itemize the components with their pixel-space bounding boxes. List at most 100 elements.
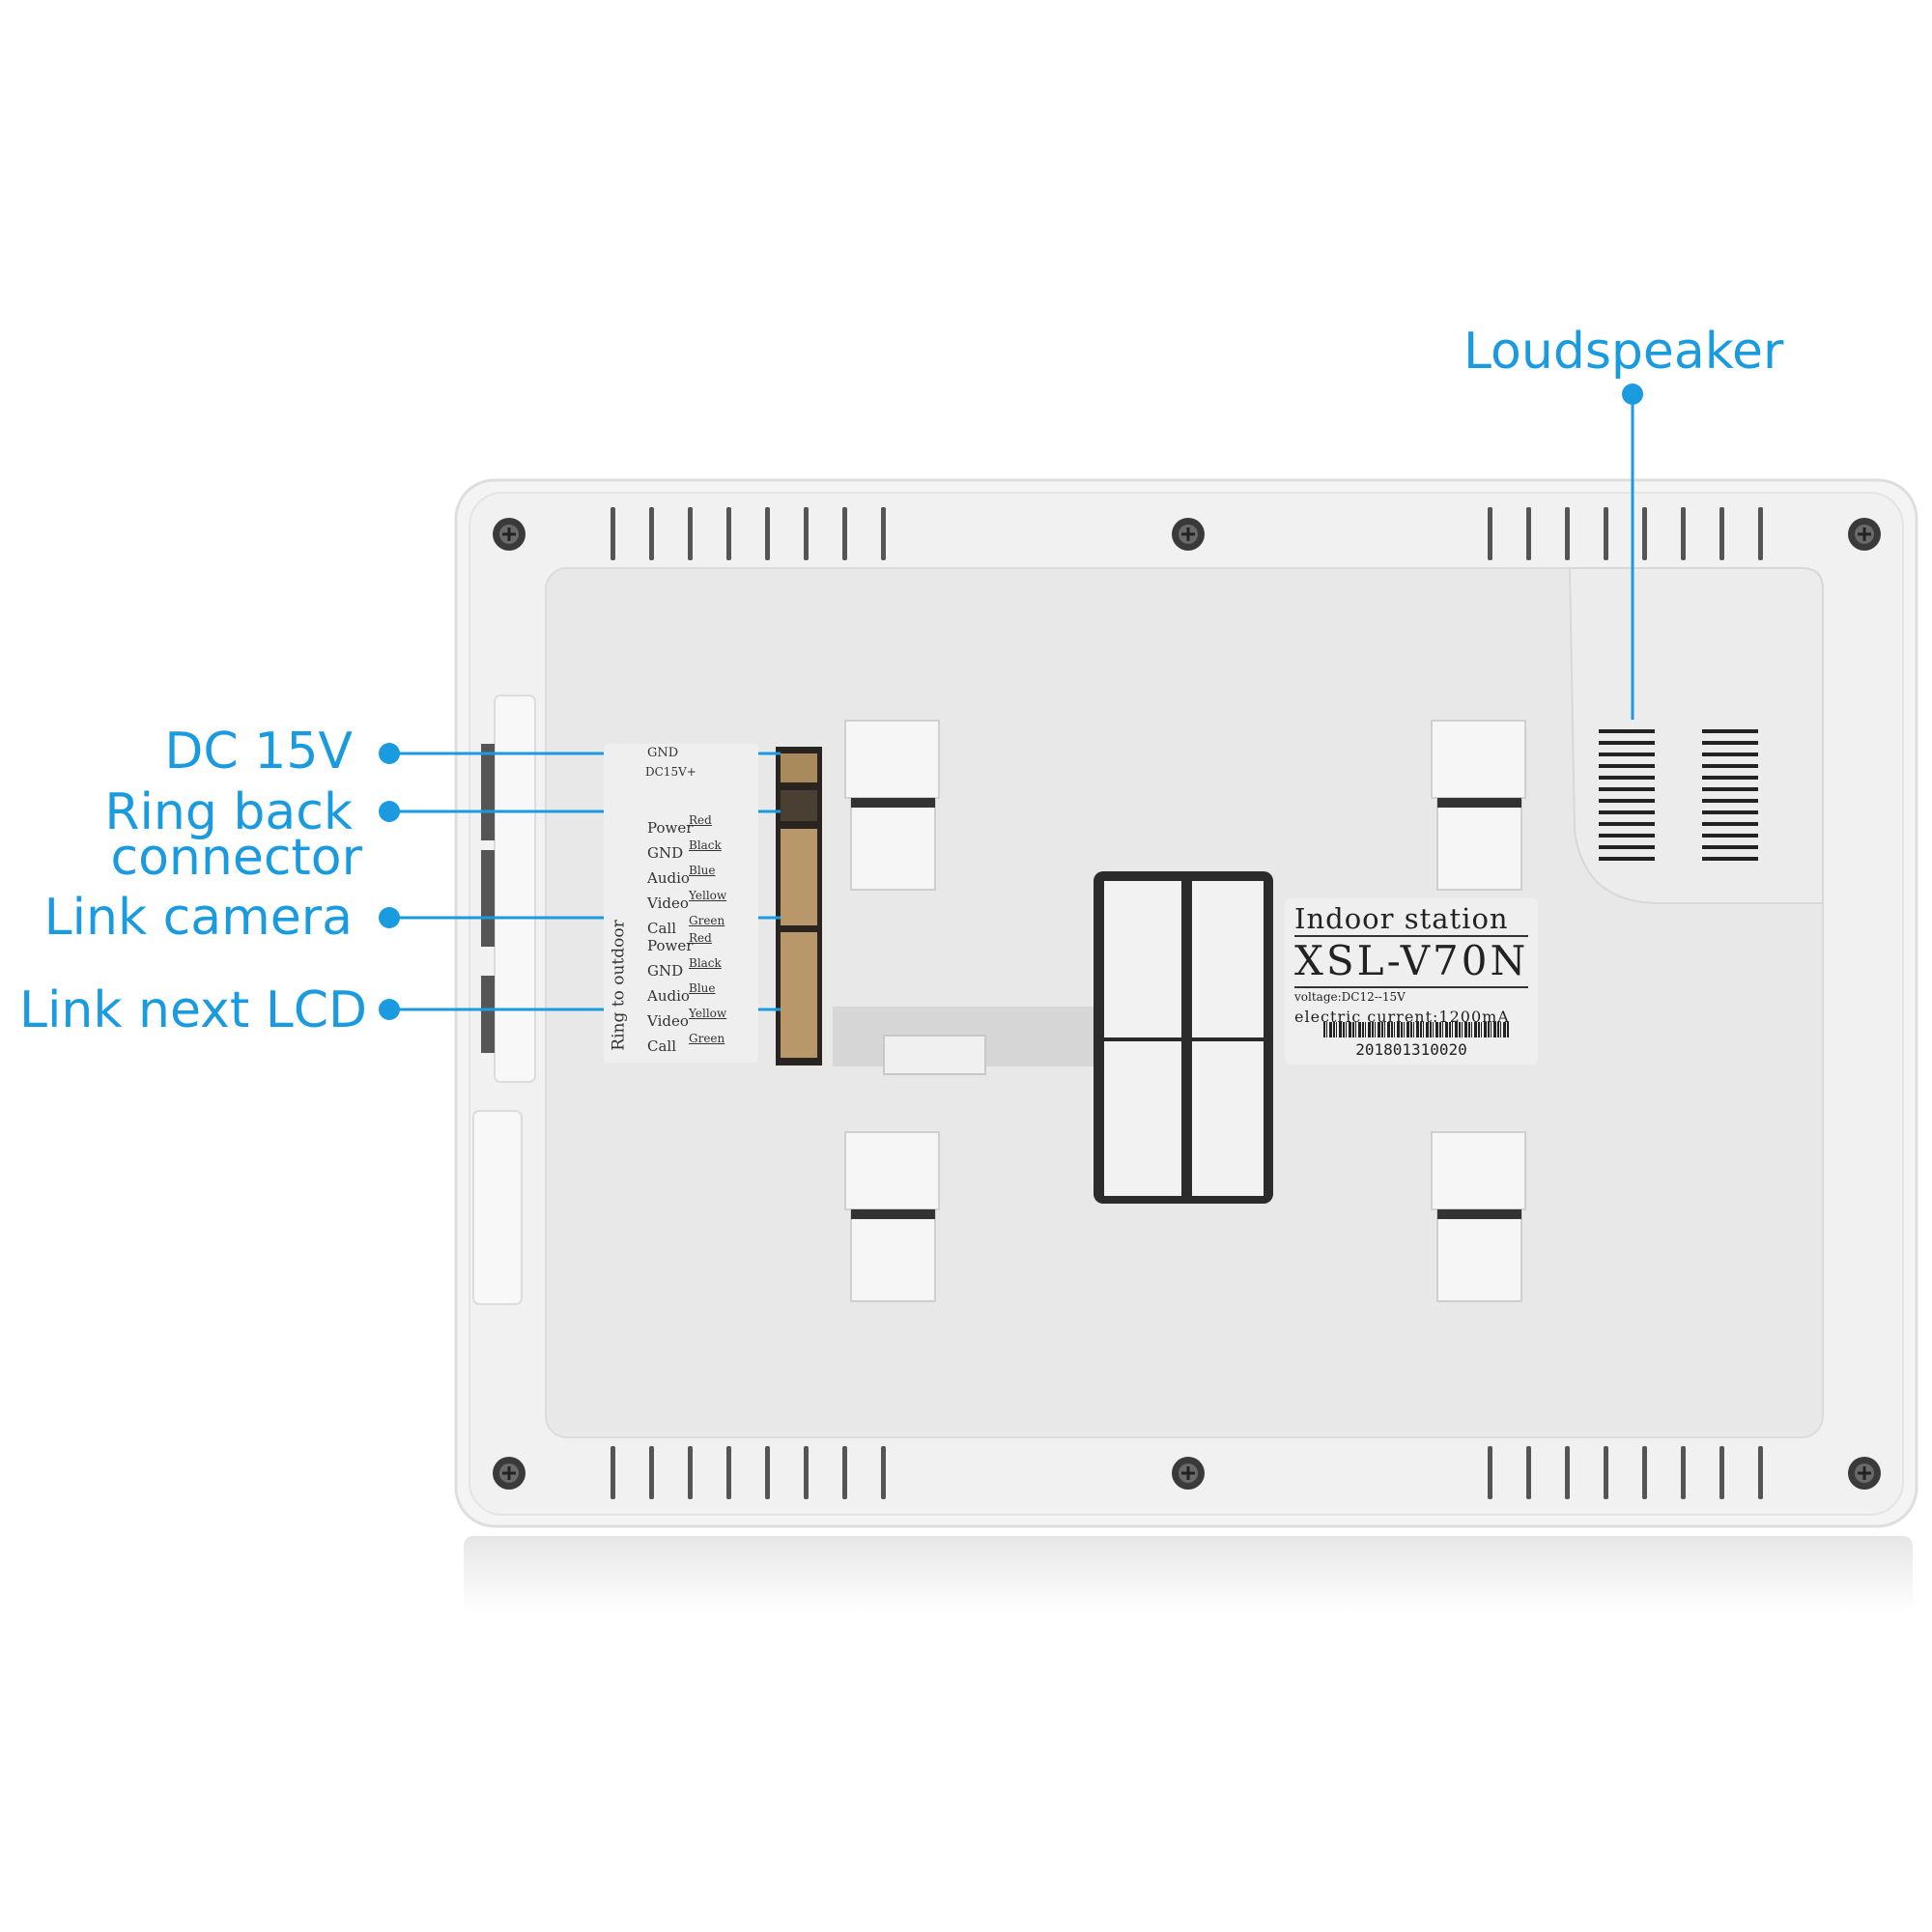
- speaker-grille-slot: [1599, 799, 1655, 803]
- speaker-grille-slot: [1599, 845, 1655, 849]
- vent-slot: [881, 507, 886, 560]
- terminal-pin-label: Video: [647, 895, 689, 912]
- sticker-current: electric current:1200mA: [1294, 1008, 1510, 1026]
- terminal-pin-label: Power: [647, 937, 694, 954]
- vent-slot: [649, 1446, 654, 1499]
- vent-slot: [1565, 507, 1570, 560]
- terminal-wire-color: Blue: [689, 981, 716, 995]
- vent-slot: [842, 507, 847, 560]
- vent-slot: [726, 1446, 731, 1499]
- terminal-pin-label: GND: [647, 844, 684, 862]
- screw-icon: [1172, 518, 1205, 551]
- vent-slot: [842, 1446, 847, 1499]
- speaker-grille-slot: [1599, 764, 1655, 768]
- vent-slot: [1719, 507, 1724, 560]
- terminal-pin-label: Audio: [647, 987, 690, 1005]
- terminal-wire-color: Green: [689, 1032, 725, 1045]
- vent-slot: [1642, 507, 1647, 560]
- speaker-grille-slot: [1599, 822, 1655, 826]
- terminal-pin-label: Call: [647, 1037, 677, 1055]
- speaker-grille-slot: [1702, 776, 1758, 780]
- screw-icon: [1848, 518, 1881, 551]
- callout-ring-back-line1: Ring back: [104, 783, 353, 841]
- screw-icon: [493, 518, 526, 551]
- vent-slot: [1681, 507, 1686, 560]
- vent-slot: [1758, 1446, 1763, 1499]
- vent-slot: [611, 1446, 615, 1499]
- speaker-grille-slot: [1702, 822, 1758, 826]
- vent-slot: [688, 507, 693, 560]
- barcode: [1323, 1022, 1509, 1037]
- speaker-grille-slot: [1702, 764, 1758, 768]
- vent-slot: [1565, 1446, 1570, 1499]
- sticker-voltage: voltage:DC12--15V: [1294, 990, 1406, 1004]
- speaker-grille-slot: [1599, 753, 1655, 756]
- sticker-title: Indoor station: [1294, 902, 1509, 935]
- vent-slot: [765, 507, 770, 560]
- speaker-grille-slot: [1702, 845, 1758, 849]
- speaker-grille-slot: [1702, 787, 1758, 791]
- vent-slot: [1488, 507, 1492, 560]
- vent-slot: [1488, 1446, 1492, 1499]
- speaker-grille-slot: [1702, 834, 1758, 838]
- speaker-grille-slot: [1702, 799, 1758, 803]
- speaker-grille-slot: [1599, 787, 1655, 791]
- speaker-grille-slot: [1702, 753, 1758, 756]
- vent-slot: [611, 507, 615, 560]
- vent-slot: [1526, 507, 1531, 560]
- model-sticker: Indoor station XSL-V70N voltage:DC12--15…: [1285, 898, 1538, 1065]
- vent-slot: [726, 507, 731, 560]
- callout-link-next-lcd: Link next LCD: [19, 981, 368, 1039]
- speaker-grille-slot: [1702, 741, 1758, 745]
- terminal-wire-color: Blue: [689, 864, 716, 877]
- terminal-vertical-label: Ring to outdoor: [609, 920, 629, 1051]
- screw-icon: [1172, 1457, 1205, 1490]
- speaker-grille-slot: [1599, 810, 1655, 814]
- callout-ring-back-line2: connector: [110, 829, 362, 887]
- speaker-grille-slot: [1702, 810, 1758, 814]
- callout-link-camera: Link camera: [43, 889, 353, 947]
- vent-slot: [1758, 507, 1763, 560]
- terminal-dc15v: DC15V+: [645, 765, 696, 779]
- vent-slot: [688, 1446, 693, 1499]
- floor-reflection: [464, 1536, 1913, 1613]
- terminal-wire-color: Black: [689, 838, 722, 852]
- speaker-grille-slot: [1599, 729, 1655, 733]
- terminal-pin-label: Call: [647, 920, 677, 937]
- vent-slot: [1604, 1446, 1608, 1499]
- vent-slot: [1526, 1446, 1531, 1499]
- vent-slot: [881, 1446, 886, 1499]
- terminal-wire-color: Red: [689, 931, 712, 945]
- terminal-wire-color: Black: [689, 956, 722, 970]
- speaker-grille-slot: [1702, 857, 1758, 861]
- vent-slot: [804, 1446, 809, 1499]
- speaker-grille-slot: [1702, 729, 1758, 733]
- screw-icon: [1848, 1457, 1881, 1490]
- terminal-pin-label: Audio: [647, 869, 690, 887]
- speaker-grille-slot: [1599, 834, 1655, 838]
- vent-slot: [1604, 507, 1608, 560]
- terminal-gnd-top: GND: [647, 746, 679, 760]
- vent-slot: [1681, 1446, 1686, 1499]
- speaker-housing: [1568, 567, 1824, 904]
- terminal-pin-label: Power: [647, 819, 694, 837]
- terminal-pin-label: Video: [647, 1012, 689, 1030]
- callout-dc15v: DC 15V: [164, 723, 353, 781]
- callout-loudspeaker: Loudspeaker: [1463, 323, 1784, 381]
- sticker-model: XSL-V70N: [1294, 937, 1529, 984]
- terminal-wire-color: Yellow: [689, 889, 727, 902]
- vent-slot: [765, 1446, 770, 1499]
- sticker-serial: 201801310020: [1355, 1040, 1467, 1059]
- vent-slot: [1719, 1446, 1724, 1499]
- terminal-wire-color: Yellow: [689, 1007, 727, 1020]
- terminal-pin-label: GND: [647, 962, 684, 980]
- terminal-wire-color: Green: [689, 914, 725, 927]
- speaker-grille-slot: [1599, 776, 1655, 780]
- speaker-grille-slot: [1599, 857, 1655, 861]
- vent-slot: [649, 507, 654, 560]
- terminal-wire-color: Red: [689, 813, 712, 827]
- vent-slot: [1642, 1446, 1647, 1499]
